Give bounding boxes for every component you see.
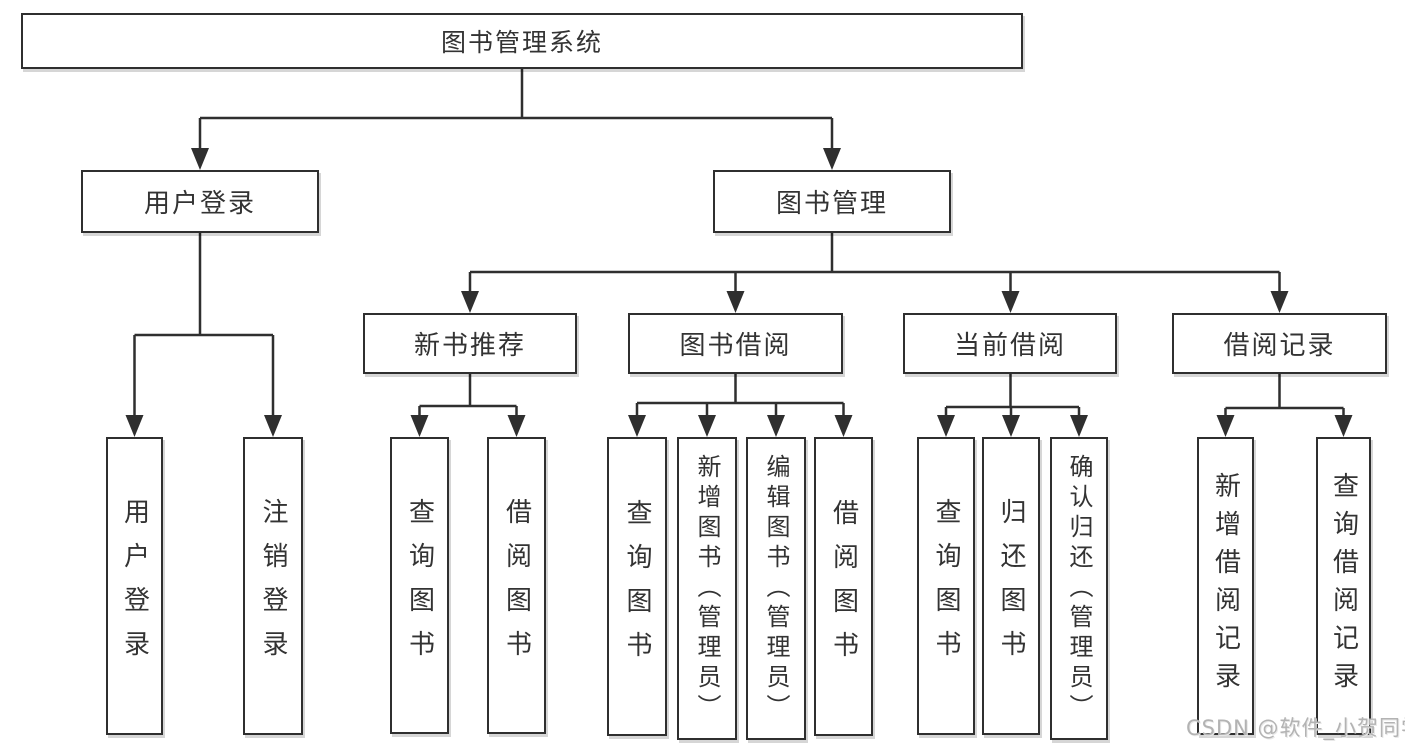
leaf-bb-borrow-books: 借阅图书 xyxy=(814,437,873,736)
node-current-borrowing: 当前借阅 xyxy=(903,313,1117,374)
node-root: 图书管理系统 xyxy=(21,13,1023,69)
leaf-nbr-borrow-books: 借阅图书 xyxy=(487,437,546,734)
leaf-user-login: 用户登录 xyxy=(106,437,163,735)
node-book-borrowing: 图书借阅 xyxy=(628,313,843,374)
leaf-cb-query-books: 查询图书 xyxy=(917,437,975,735)
arrowheads xyxy=(125,148,1353,437)
leaf-cb-return-books: 归还图书 xyxy=(982,437,1040,735)
node-book-management: 图书管理 xyxy=(713,170,951,233)
leaf-br-add-record: 新增借阅记录 xyxy=(1197,437,1254,735)
connector-wires xyxy=(133,69,1345,419)
leaf-bb-query-books: 查询图书 xyxy=(607,437,667,736)
leaf-nbr-query-books: 查询图书 xyxy=(390,437,449,734)
node-borrowing-records: 借阅记录 xyxy=(1172,313,1387,374)
node-user-login: 用户登录 xyxy=(81,170,319,233)
csdn-watermark: CSDN @软件_小贺同学 xyxy=(1186,716,1405,740)
leaf-cb-confirm-return-admin: 确认归还（管理员） xyxy=(1050,437,1108,740)
leaf-bb-add-books-admin: 新增图书（管理员） xyxy=(677,437,737,740)
leaf-br-query-record: 查询借阅记录 xyxy=(1316,437,1371,735)
leaf-logout: 注销登录 xyxy=(243,437,303,735)
leaf-bb-edit-books-admin: 编辑图书（管理员） xyxy=(746,437,806,740)
node-new-book-recommend: 新书推荐 xyxy=(363,313,577,374)
